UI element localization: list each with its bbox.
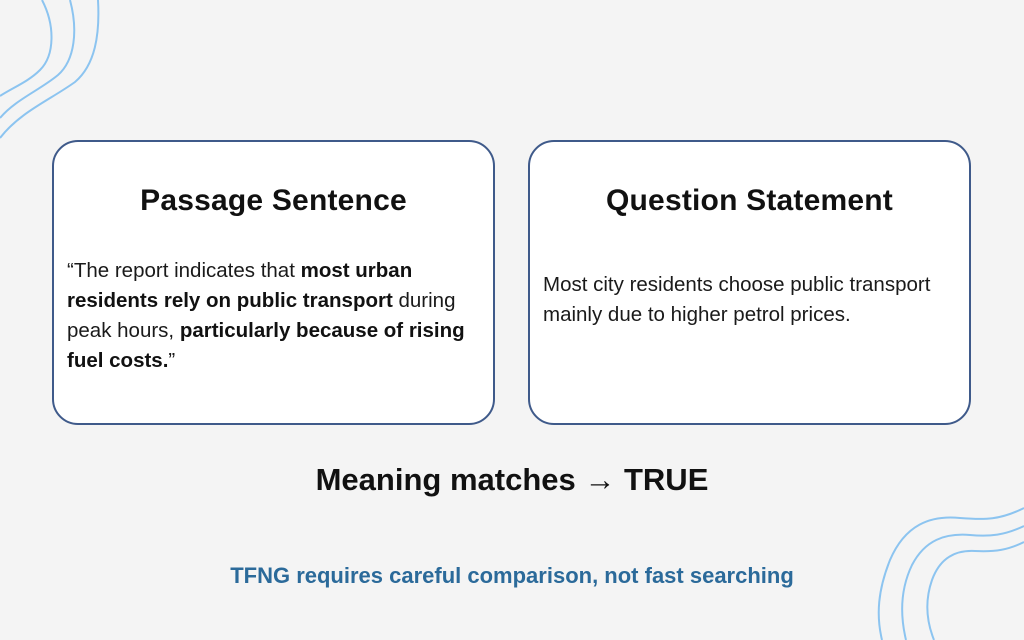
card-title: Question Statement: [606, 184, 893, 217]
verdict-label: Meaning matches: [315, 462, 576, 497]
verdict-result: TRUE: [623, 462, 709, 497]
verdict-line: Meaning matches → TRUE: [0, 462, 1024, 498]
passage-segment: during peak hours,: [67, 289, 456, 342]
question-text: Most city residents choose public transp…: [543, 273, 931, 326]
passage-segment: ”: [168, 349, 176, 372]
passage-segment-bold: particularly because of rising fuel cost…: [67, 319, 465, 372]
arrow-right-icon: →: [584, 462, 616, 497]
tagline: TFNG requires careful comparison, not fa…: [230, 563, 794, 588]
question-statement-card: Question Statement Most city residents c…: [528, 140, 971, 425]
card-title: Passage Sentence: [140, 184, 407, 217]
decorative-wave-lines-top-left: [0, 0, 100, 139]
passage-text: “The report indicates that most urban re…: [67, 256, 473, 376]
passage-segment-bold: most urban residents rely on public tran…: [67, 259, 413, 312]
passage-segment: “The report indicates that: [67, 259, 301, 282]
passage-sentence-card: Passage Sentence “The report indicates t…: [52, 140, 495, 425]
